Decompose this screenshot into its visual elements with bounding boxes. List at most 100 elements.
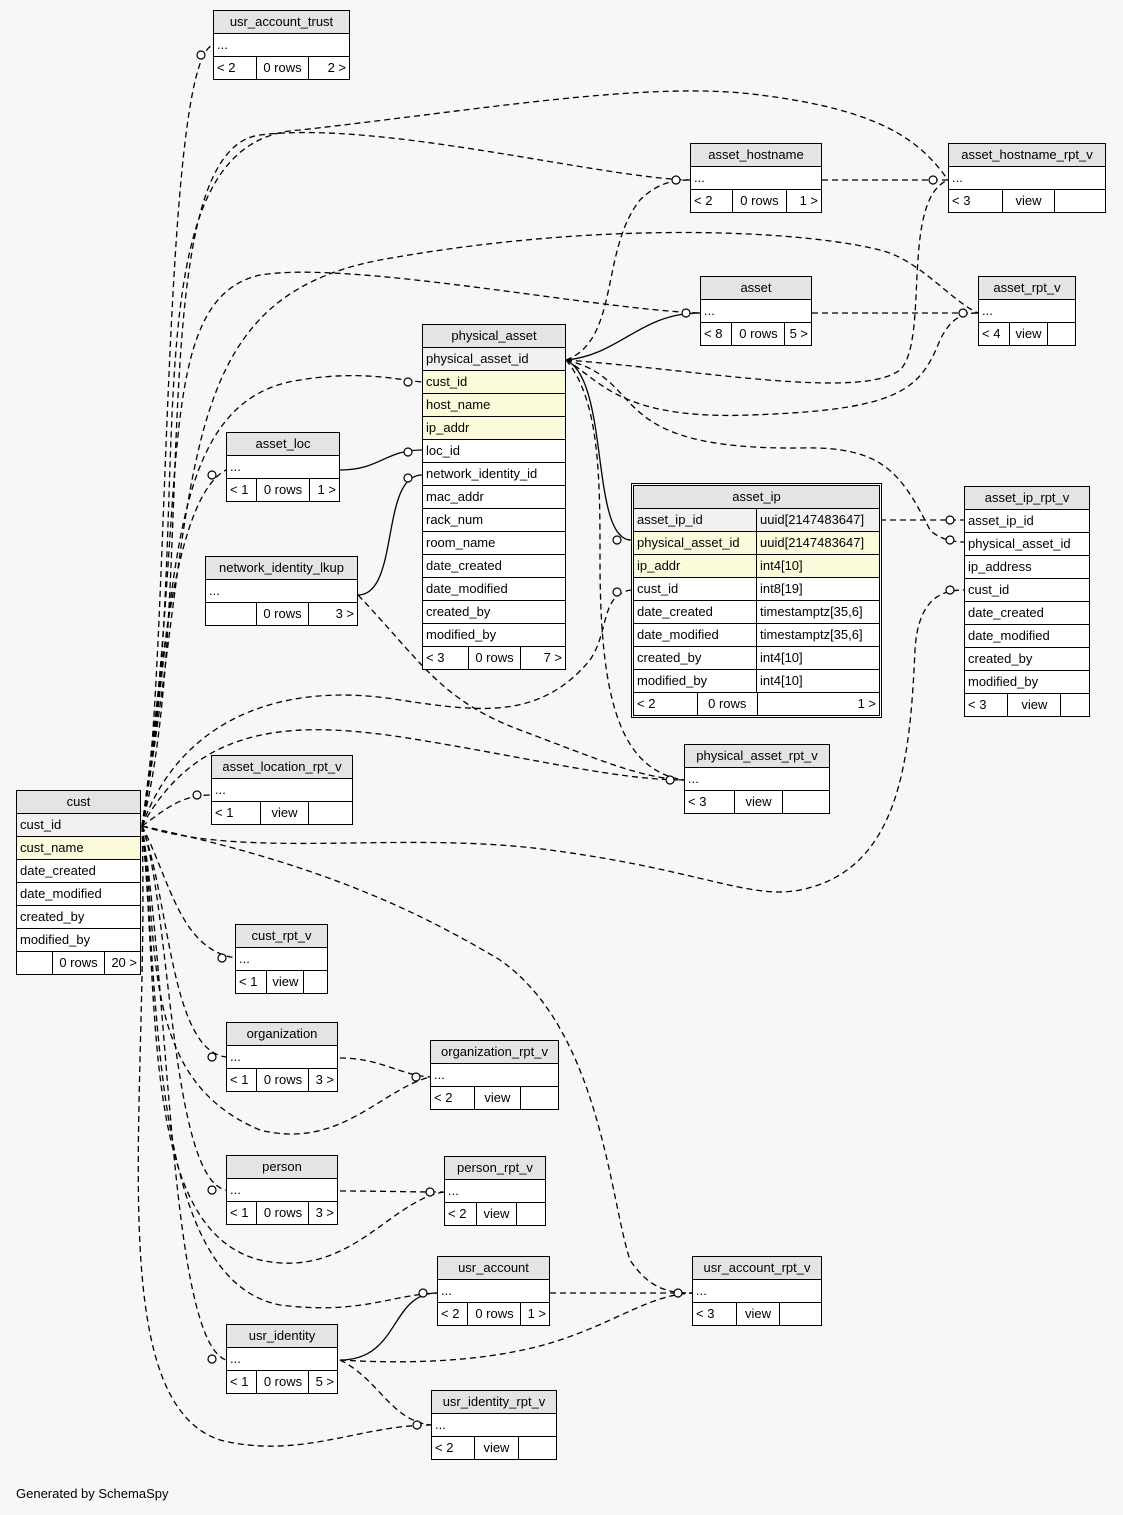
collapsed-columns[interactable]: ... <box>701 300 811 323</box>
column-row[interactable]: created_by <box>965 648 1089 671</box>
column-row[interactable]: modified_by <box>17 929 140 952</box>
column-row[interactable]: physical_asset_id <box>423 348 565 371</box>
parents-count[interactable]: < 3 <box>426 650 445 665</box>
parents-count[interactable]: < 3 <box>696 1306 715 1321</box>
column-row[interactable]: modified_by <box>423 624 565 647</box>
children-count[interactable]: 1 > <box>308 479 339 501</box>
children-count[interactable]: 2 > <box>307 57 349 79</box>
children-count[interactable]: 1 > <box>520 1303 549 1325</box>
table-title[interactable]: asset_rpt_v <box>979 277 1075 300</box>
parents-count[interactable] <box>206 603 256 625</box>
collapsed-columns[interactable]: ... <box>212 779 352 802</box>
parents-count[interactable]: < 2 <box>434 1090 453 1105</box>
children-count[interactable]: 5 > <box>308 1371 337 1393</box>
table-title[interactable]: asset_loc <box>227 433 339 456</box>
column-row[interactable]: room_name <box>423 532 565 555</box>
parents-count[interactable]: < 2 <box>694 193 713 208</box>
collapsed-columns[interactable]: ... <box>693 1280 821 1303</box>
table-title[interactable]: asset_ip_rpt_v <box>965 487 1089 510</box>
table-title[interactable]: organization_rpt_v <box>431 1041 558 1064</box>
column-row[interactable]: cust_id <box>965 579 1089 602</box>
collapsed-columns[interactable]: ... <box>214 34 349 57</box>
column-row[interactable]: rack_num <box>423 509 565 532</box>
children-count[interactable] <box>1053 190 1105 212</box>
parents-count[interactable] <box>17 952 52 974</box>
parents-count[interactable]: < 2 <box>217 60 236 75</box>
column-row[interactable]: created_by <box>423 601 565 624</box>
table-title[interactable]: asset <box>701 277 811 300</box>
table-title[interactable]: physical_asset <box>423 325 565 348</box>
table-title[interactable]: asset_ip <box>634 486 879 509</box>
parents-count[interactable]: < 1 <box>230 1205 249 1220</box>
column-row[interactable]: date_modified <box>965 625 1089 648</box>
table-title[interactable]: organization <box>227 1023 337 1046</box>
children-count[interactable]: 3 > <box>308 1202 337 1224</box>
parents-count[interactable]: < 8 <box>704 326 723 341</box>
children-count[interactable]: 5 > <box>784 323 811 345</box>
collapsed-columns[interactable]: ... <box>431 1064 558 1087</box>
column-row[interactable]: asset_ip_id <box>965 510 1089 533</box>
collapsed-columns[interactable]: ... <box>227 1046 337 1069</box>
children-count[interactable]: 3 > <box>307 603 357 625</box>
table-title[interactable]: cust <box>17 791 140 814</box>
column-row[interactable]: cust_name <box>17 837 140 860</box>
children-count[interactable] <box>307 802 352 824</box>
children-count[interactable] <box>515 1203 545 1225</box>
children-count[interactable] <box>303 971 327 993</box>
children-count[interactable] <box>781 791 829 813</box>
table-title[interactable]: asset_hostname <box>691 144 821 167</box>
column-row[interactable]: host_name <box>423 394 565 417</box>
collapsed-columns[interactable]: ... <box>236 948 327 971</box>
parents-count[interactable]: < 2 <box>448 1206 467 1221</box>
parents-count[interactable]: < 2 <box>637 696 656 711</box>
column-row[interactable]: cust_id <box>17 814 140 837</box>
column-row[interactable]: mac_addr <box>423 486 565 509</box>
table-title[interactable]: usr_account_rpt_v <box>693 1257 821 1280</box>
table-title[interactable]: person <box>227 1156 337 1179</box>
column-row[interactable]: date_created <box>965 602 1089 625</box>
table-title[interactable]: asset_hostname_rpt_v <box>949 144 1105 167</box>
collapsed-columns[interactable]: ... <box>432 1414 556 1437</box>
children-count[interactable] <box>517 1437 556 1459</box>
children-count[interactable]: 1 > <box>785 190 821 212</box>
parents-count[interactable]: < 3 <box>952 193 971 208</box>
column-row[interactable]: ip_address <box>965 556 1089 579</box>
table-title[interactable]: network_identity_lkup <box>206 557 357 580</box>
children-count[interactable]: 3 > <box>308 1069 337 1091</box>
parents-count[interactable]: < 2 <box>435 1440 454 1455</box>
parents-count[interactable]: < 3 <box>688 794 707 809</box>
table-title[interactable]: person_rpt_v <box>445 1157 545 1180</box>
column-row[interactable]: loc_id <box>423 440 565 463</box>
collapsed-columns[interactable]: ... <box>685 768 829 791</box>
children-count[interactable] <box>1046 323 1075 345</box>
column-row[interactable]: modified_by <box>965 671 1089 694</box>
column-row[interactable]: cust_id <box>423 371 565 394</box>
table-title[interactable]: cust_rpt_v <box>236 925 327 948</box>
column-row[interactable]: date_modified <box>423 578 565 601</box>
collapsed-columns[interactable]: ... <box>438 1280 549 1303</box>
parents-count[interactable]: < 1 <box>230 482 249 497</box>
column-row[interactable]: created_by <box>17 906 140 929</box>
parents-count[interactable]: < 1 <box>230 1072 249 1087</box>
parents-count[interactable]: < 1 <box>239 974 258 989</box>
parents-count[interactable]: < 1 <box>230 1374 249 1389</box>
table-title[interactable]: physical_asset_rpt_v <box>685 745 829 768</box>
column-row[interactable]: physical_asset_id <box>965 533 1089 556</box>
children-count[interactable]: 7 > <box>519 647 565 669</box>
children-count[interactable] <box>519 1087 558 1109</box>
